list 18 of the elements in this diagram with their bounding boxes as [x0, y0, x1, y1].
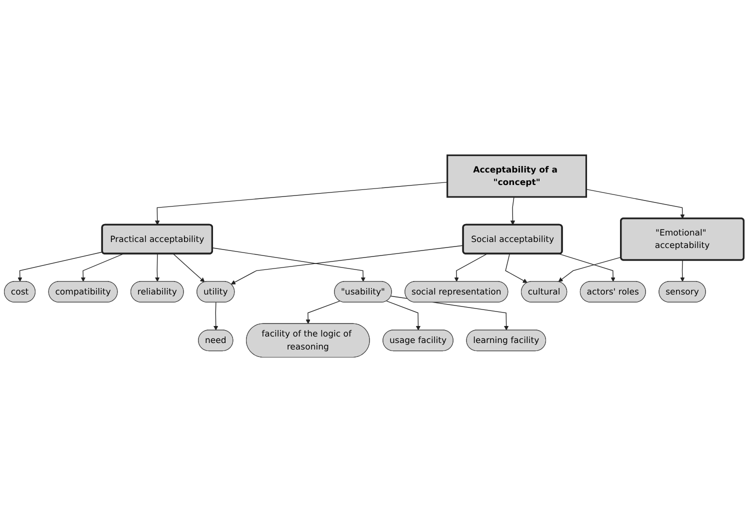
- arrow: [306, 300, 340, 324]
- arrow: [172, 254, 205, 283]
- node-box: Acceptability of a "concept": [446, 154, 588, 198]
- arrow: [680, 260, 685, 282]
- arrow: [230, 245, 464, 285]
- arrow: [558, 254, 616, 282]
- arrow: [454, 254, 488, 282]
- arrow: [386, 300, 421, 331]
- arrow: [510, 196, 516, 226]
- arrow: [18, 252, 103, 282]
- arrow: [212, 248, 366, 282]
- arrow: [80, 254, 124, 282]
- arrow: [586, 189, 685, 220]
- arrow: [558, 257, 622, 282]
- arrow: [214, 302, 218, 331]
- arrow: [505, 254, 528, 284]
- arrow: [154, 254, 160, 282]
- arrow: [155, 182, 448, 226]
